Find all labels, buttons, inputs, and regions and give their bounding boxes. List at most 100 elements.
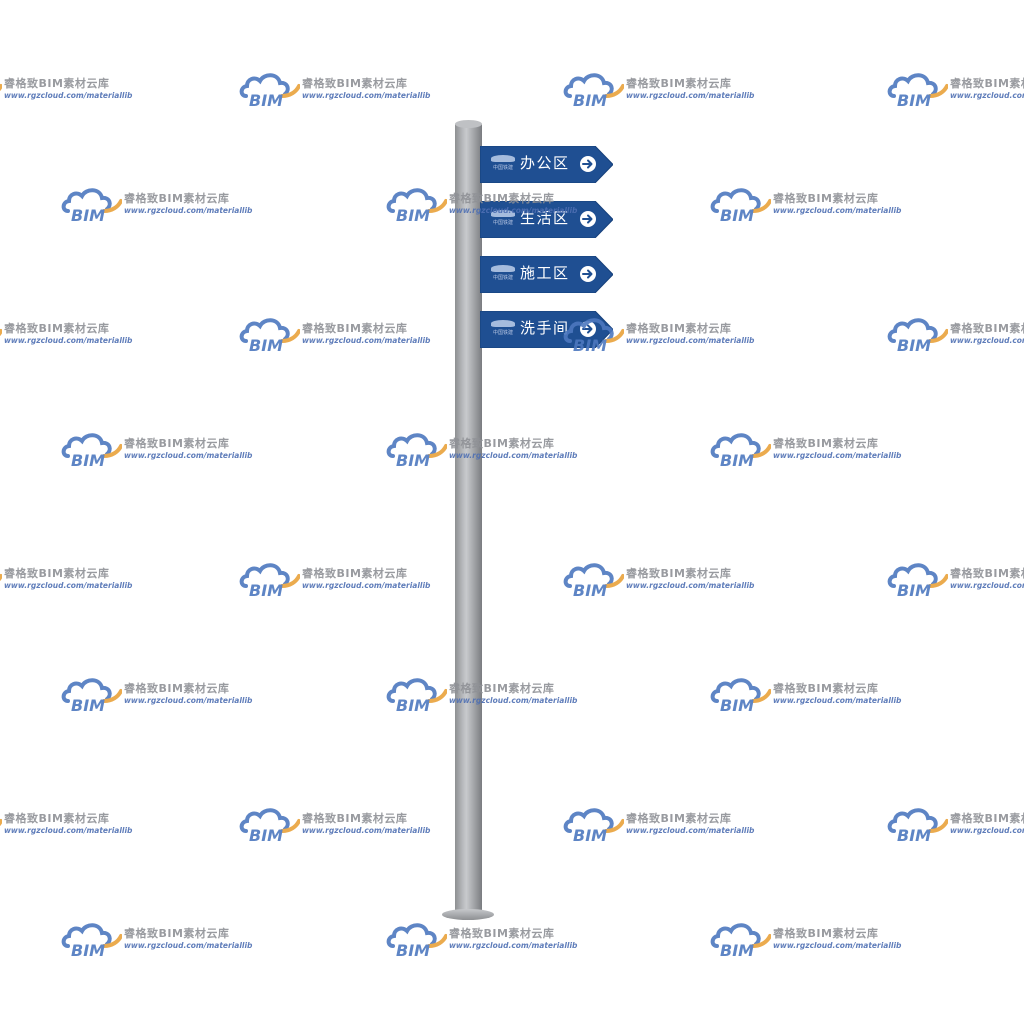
svg-text:BIM: BIM [720,206,754,225]
watermark-url: www.rgzcloud.com/materiallib [626,826,755,835]
watermark-brand: 睿格致BIM素材云库 [950,322,1024,335]
arrow-right-circle-icon [580,321,596,337]
watermark-brand: 睿格致BIM素材云库 [773,192,879,205]
svg-text:BIM: BIM [249,336,283,355]
svg-text:BIM: BIM [71,206,105,225]
cloud-logo-icon: BIM [887,73,948,110]
cloud-logo-icon: BIM [61,433,122,470]
cloud-logo-icon: BIM [887,563,948,600]
svg-text:BIM: BIM [720,696,754,715]
cloud-logo-icon: BIM [386,923,447,960]
company-emblem-icon: 中国铁建 [489,210,517,228]
svg-text:BIM: BIM [71,696,105,715]
svg-text:BIM: BIM [249,581,283,600]
watermark-url: www.rgzcloud.com/materiallib [302,826,431,835]
watermark-url: www.rgzcloud.com/materiallib [124,941,253,950]
cloud-logo-icon: BIM [563,808,624,845]
watermark-url: www.rgzcloud.com/materiallib [124,206,253,215]
watermark-brand: 睿格致BIM素材云库 [124,192,230,205]
watermark-url: www.rgzcloud.com/materiallib [4,91,133,100]
svg-text:BIM: BIM [71,451,105,470]
watermark-url: www.rgzcloud.com/materiallib [773,941,902,950]
watermark-brand: 睿格致BIM素材云库 [4,77,110,90]
svg-text:BIM: BIM [71,941,105,960]
arrow-right-circle-icon [580,156,596,172]
cloud-logo-icon: BIM [239,73,300,110]
company-emblem-icon: 中国铁建 [489,155,517,173]
cloud-logo-icon: BIM [563,73,624,110]
cloud-logo-icon: BIM [61,678,122,715]
cloud-logo-icon: BIM [0,819,2,827]
cloud-logo-icon: BIM [239,808,300,845]
cloud-logo-icon: BIM [887,318,948,355]
watermark-url: www.rgzcloud.com/materiallib [773,206,902,215]
cloud-logo-icon: BIM [887,808,948,845]
watermark: BIM睿格致BIM素材云库www.rgzcloud.com/materialli… [0,70,140,110]
watermark-url: www.rgzcloud.com/materiallib [4,581,133,590]
watermark-brand: 睿格致BIM素材云库 [4,812,110,825]
direction-sign-office: 中国铁建 办公区 [480,146,613,183]
company-emblem-icon: 中国铁建 [489,265,517,283]
svg-text:BIM: BIM [573,581,607,600]
arrow-right-circle-icon [580,211,596,227]
watermark-brand: 睿格致BIM素材云库 [302,567,408,580]
cloud-logo-icon: BIM [0,84,2,92]
watermark-url: www.rgzcloud.com/materiallib [302,336,431,345]
cloud-logo-icon: BIM [386,433,447,470]
arrow-right-circle-icon [580,266,596,282]
svg-text:BIM: BIM [396,696,430,715]
watermark-brand: 睿格致BIM素材云库 [4,322,110,335]
svg-text:BIM: BIM [897,826,931,845]
watermark-url: www.rgzcloud.com/materiallib [950,826,1024,835]
sign-board-shape [480,256,613,293]
svg-text:BIM: BIM [249,826,283,845]
watermark-brand: 睿格致BIM素材云库 [124,927,230,940]
watermark-url: www.rgzcloud.com/materiallib [773,696,902,705]
pole-cap [455,120,482,128]
watermark-url: www.rgzcloud.com/materiallib [950,581,1024,590]
watermark-brand: 睿格致BIM素材云库 [773,927,879,940]
svg-text:BIM: BIM [897,336,931,355]
cloud-logo-icon: BIM [386,188,447,225]
sign-board-shape [480,146,613,183]
watermark-brand: 睿格致BIM素材云库 [626,567,732,580]
company-emblem-icon: 中国铁建 [489,320,517,338]
svg-text:BIM: BIM [396,941,430,960]
watermark-url: www.rgzcloud.com/materiallib [626,336,755,345]
svg-text:BIM: BIM [573,826,607,845]
watermark-brand: 睿格致BIM素材云库 [626,322,732,335]
svg-text:BIM: BIM [396,206,430,225]
watermark-brand: 睿格致BIM素材云库 [626,812,732,825]
direction-sign-living: 中国铁建 生活区 [480,201,613,238]
svg-text:BIM: BIM [897,581,931,600]
watermark-url: www.rgzcloud.com/materiallib [302,581,431,590]
svg-text:BIM: BIM [396,451,430,470]
watermark-brand: 睿格致BIM素材云库 [302,77,408,90]
watermark-brand: 睿格致BIM素材云库 [950,567,1024,580]
cloud-logo-icon: BIM [710,188,771,225]
cloud-logo-icon: BIM [710,678,771,715]
cloud-logo-icon: BIM [61,188,122,225]
watermark-url: www.rgzcloud.com/materiallib [950,336,1024,345]
watermark: BIM睿格致BIM素材云库www.rgzcloud.com/materialli… [886,70,1024,110]
cloud-logo-icon: BIM [61,923,122,960]
watermark-url: www.rgzcloud.com/materiallib [626,91,755,100]
watermark: BIM睿格致BIM素材云库www.rgzcloud.com/materialli… [0,315,140,355]
cloud-logo-icon: BIM [710,923,771,960]
watermark-brand: 睿格致BIM素材云库 [950,812,1024,825]
cloud-logo-icon: BIM [0,329,2,337]
watermark: BIM 睿格致BIM素材云库www.rgzcloud.com/materialli… [886,315,1024,355]
